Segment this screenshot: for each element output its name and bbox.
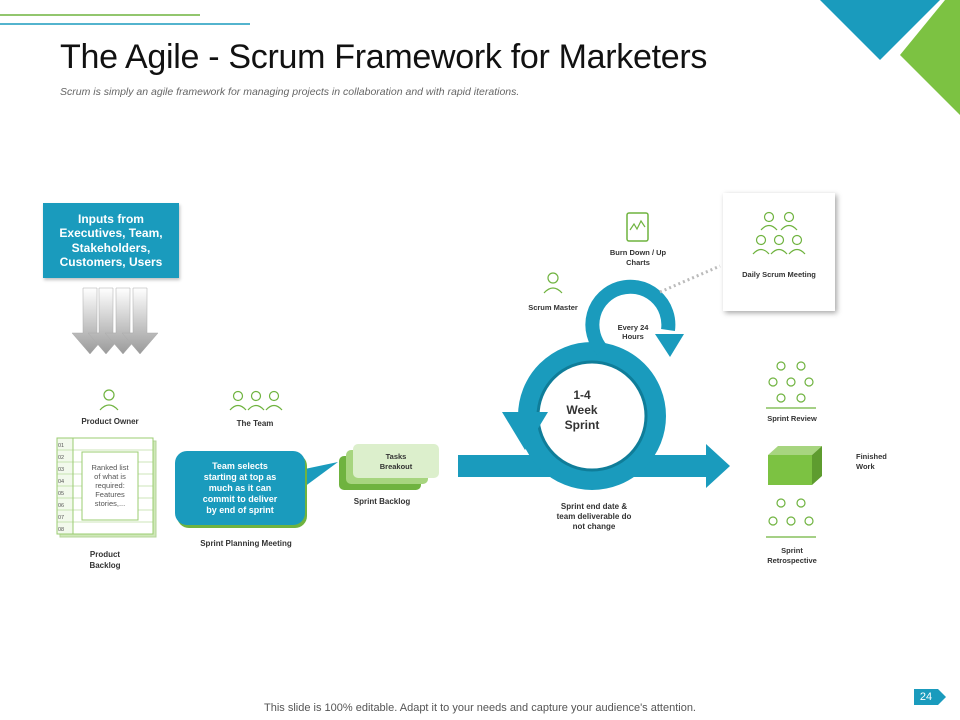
label-line: Backlog bbox=[89, 561, 121, 570]
row-number: 04 bbox=[58, 479, 65, 485]
note-line: team deliverable do bbox=[556, 512, 632, 521]
label-line: Sprint bbox=[781, 546, 803, 555]
burn-down-icon bbox=[626, 212, 649, 242]
team-selects-bubble: Team selects starting at top as much as … bbox=[175, 451, 305, 525]
slide-title: The Agile - Scrum Framework for Marketer… bbox=[60, 38, 708, 76]
row-number: 07 bbox=[58, 515, 65, 521]
scrum-master-label: Scrum Master bbox=[528, 303, 578, 312]
sprint-backlog-label: Sprint Backlog bbox=[353, 497, 411, 506]
sprint-line: Sprint bbox=[564, 418, 600, 432]
backlog-text-line: Ranked list bbox=[91, 463, 129, 472]
sprint-retrospective-label: Sprint Retrospective bbox=[750, 546, 834, 566]
dotted-connector bbox=[659, 264, 721, 294]
inputs-arrows bbox=[71, 287, 159, 355]
finished-work-cube bbox=[768, 446, 822, 485]
backlog-text-line: Features bbox=[95, 490, 125, 499]
product-backlog-sheet bbox=[56, 437, 157, 538]
daily-line: Hours bbox=[622, 332, 644, 341]
footer-note: This slide is 100% editable. Adapt it to… bbox=[264, 702, 696, 714]
burn-down-label: Burn Down / Up Charts bbox=[600, 248, 676, 268]
daily-line: Every 24 bbox=[617, 323, 649, 332]
every-24-hours-text: Every 24 Hours bbox=[608, 323, 658, 341]
corner-blue-triangle bbox=[820, 0, 940, 60]
inputs-line: Executives, Team, bbox=[59, 226, 163, 240]
finished-work-label: Finished Work bbox=[856, 452, 906, 472]
bubble-line: Team selects bbox=[212, 460, 268, 471]
bubble-line: commit to deliver bbox=[202, 493, 278, 504]
sprint-planning-label: Sprint Planning Meeting bbox=[200, 539, 292, 548]
row-number: 06 bbox=[58, 503, 65, 509]
row-number: 03 bbox=[58, 467, 65, 473]
backlog-text-line: stories,... bbox=[94, 499, 126, 508]
card-line: Breakout bbox=[379, 462, 413, 471]
corner-green-triangle bbox=[900, 0, 960, 115]
row-number: 05 bbox=[58, 491, 65, 497]
backlog-description: Ranked list of what is required: Feature… bbox=[82, 463, 138, 508]
sprint-line: Week bbox=[566, 403, 598, 417]
daily-cycle-ring bbox=[585, 279, 684, 357]
backlog-text-line: required: bbox=[95, 481, 125, 490]
label-line: Finished bbox=[856, 452, 887, 461]
backlog-text-line: of what is bbox=[94, 472, 126, 481]
product-backlog-label: Product Backlog bbox=[75, 549, 135, 571]
note-line: not change bbox=[572, 522, 616, 531]
sprint-cycle-ring bbox=[502, 342, 666, 490]
inputs-line: Customers, Users bbox=[59, 255, 163, 269]
label-line: Work bbox=[856, 462, 875, 471]
note-line: Sprint end date & bbox=[560, 502, 628, 511]
label-line: Retrospective bbox=[767, 556, 817, 565]
sprint-review-label: Sprint Review bbox=[767, 414, 817, 423]
bubble-tail bbox=[300, 462, 338, 490]
inputs-line: Stakeholders, bbox=[71, 240, 151, 255]
inputs-line: Inputs from bbox=[77, 211, 144, 226]
sprint-end-note: Sprint end date & team deliverable do no… bbox=[536, 502, 652, 532]
daily-scrum-card bbox=[723, 193, 835, 311]
label-line: Product bbox=[89, 550, 121, 559]
sprint-line: 1-4 bbox=[573, 388, 591, 402]
card-line: Tasks bbox=[385, 452, 407, 461]
row-number: 08 bbox=[58, 527, 65, 533]
row-number: 01 bbox=[58, 443, 65, 449]
backlog-row-numbers: 01 02 03 04 05 06 07 08 bbox=[58, 440, 72, 536]
tasks-breakout-card-text: Tasks Breakout bbox=[355, 452, 437, 472]
row-number: 02 bbox=[58, 455, 65, 461]
the-team-label: The Team bbox=[236, 419, 274, 428]
product-owner-label: Product Owner bbox=[81, 417, 139, 426]
bubble-line: starting at top as bbox=[203, 471, 277, 482]
label-line: Charts bbox=[626, 258, 650, 267]
inputs-box: Inputs from Executives, Team, Stakeholde… bbox=[43, 203, 179, 278]
daily-scrum-label: Daily Scrum Meeting bbox=[742, 270, 816, 279]
slide-subtitle: Scrum is simply an agile framework for m… bbox=[60, 86, 520, 98]
sprint-duration-text: 1-4 Week Sprint bbox=[552, 388, 612, 433]
label-line: Burn Down / Up bbox=[609, 248, 667, 257]
sprint-backlog-cards bbox=[339, 444, 439, 490]
page-number: 24 bbox=[914, 689, 938, 705]
bubble-line: by end of sprint bbox=[206, 504, 274, 515]
bubble-line: much as it can bbox=[208, 482, 272, 493]
